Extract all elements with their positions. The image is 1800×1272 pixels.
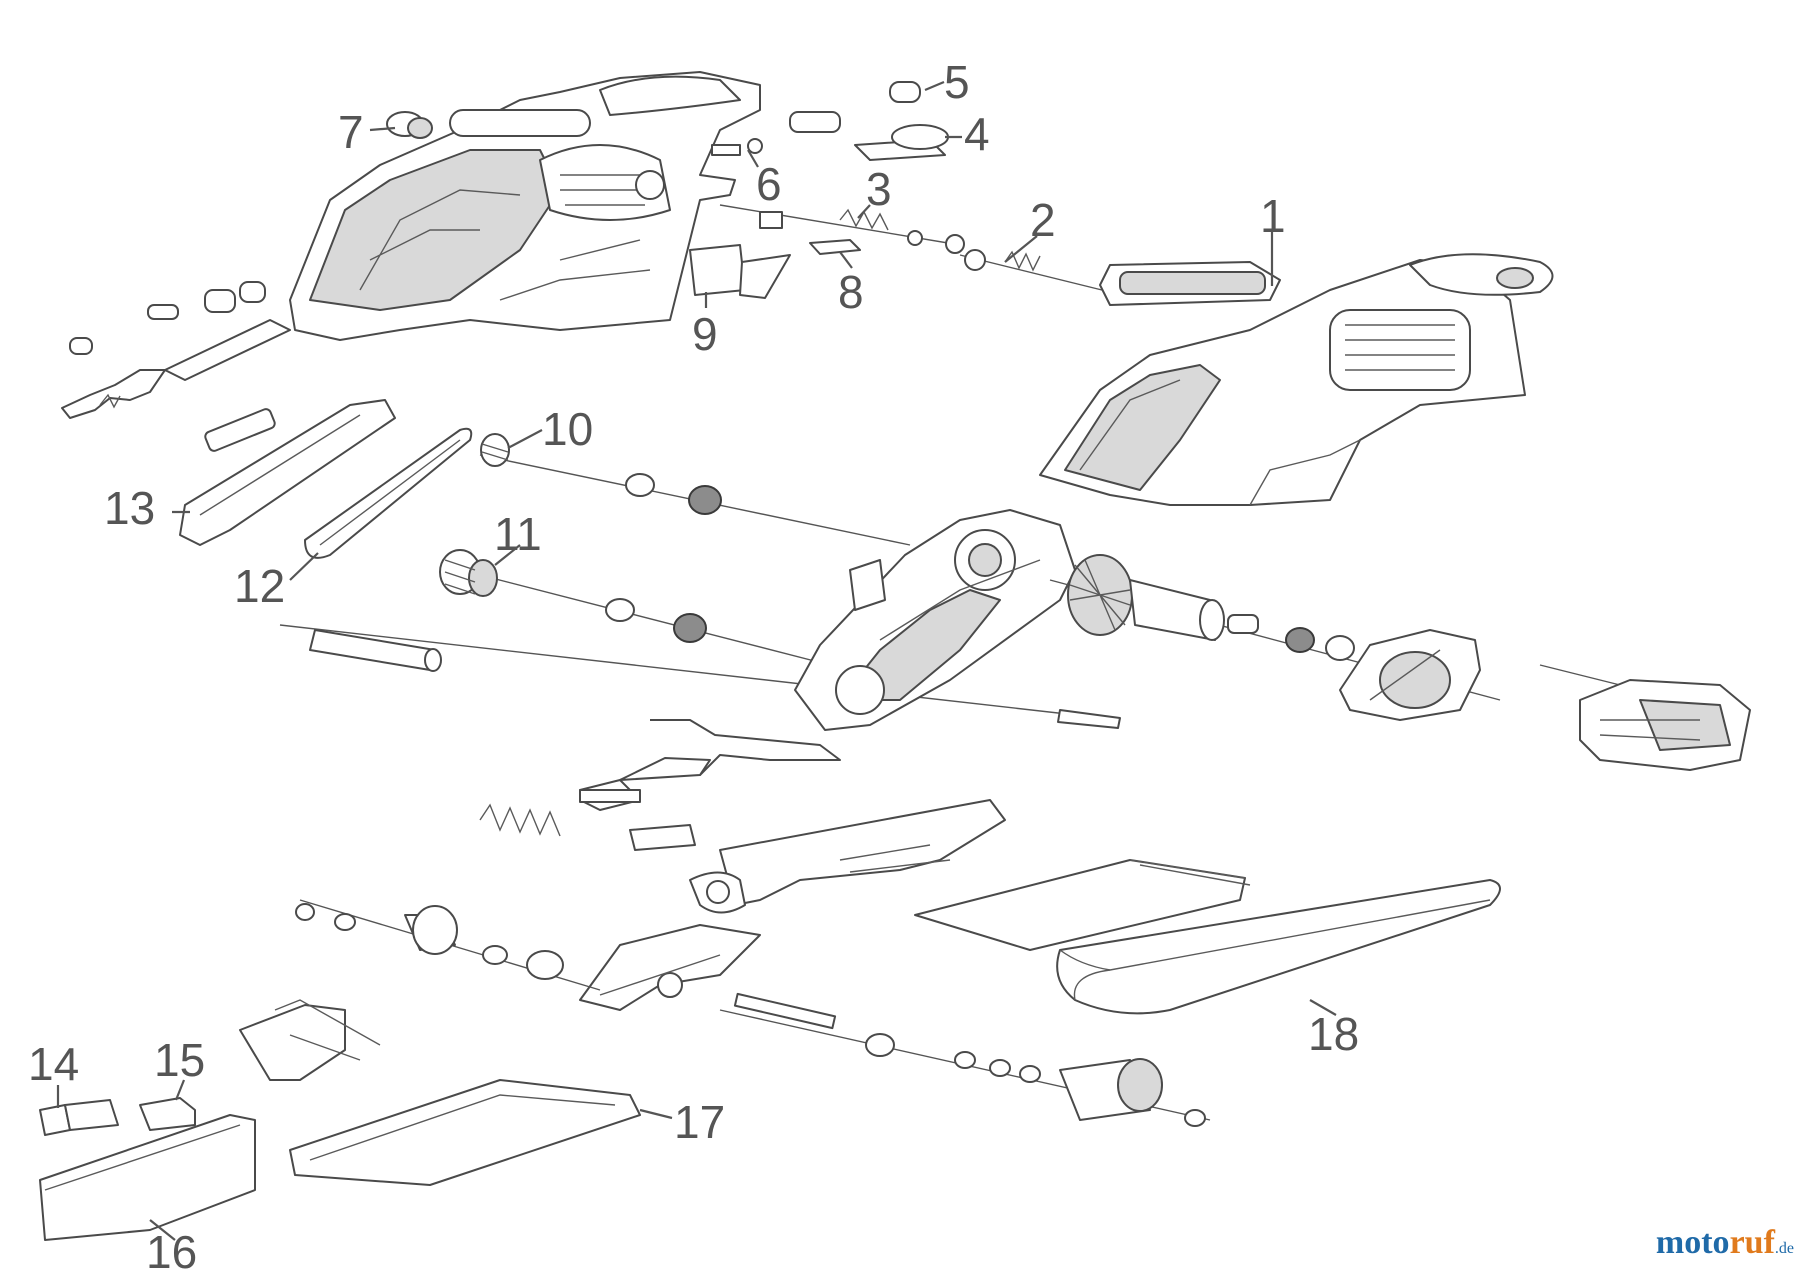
leader-10 bbox=[507, 429, 543, 449]
part-label-10: 10 bbox=[542, 403, 593, 455]
part-3-spring bbox=[719, 204, 965, 254]
part-6-clip bbox=[711, 111, 841, 156]
part-2-spring bbox=[959, 249, 1111, 293]
part-label-7: 7 bbox=[338, 106, 364, 158]
part-label-3: 3 bbox=[866, 163, 892, 215]
part-label-1: 1 bbox=[1260, 190, 1286, 242]
part-label-15: 15 bbox=[154, 1034, 205, 1086]
tension-spring bbox=[479, 803, 696, 851]
part-label-6: 6 bbox=[756, 158, 782, 210]
watermark-part-b: ruf bbox=[1729, 1224, 1775, 1261]
part-10-pulley bbox=[479, 433, 911, 546]
leader-18 bbox=[1309, 999, 1337, 1016]
drive-roller bbox=[719, 992, 1211, 1127]
part-label-17: 17 bbox=[674, 1096, 725, 1148]
part-8-block bbox=[809, 239, 861, 255]
part-1-housing-right bbox=[1039, 253, 1554, 506]
part-label-14: 14 bbox=[28, 1038, 79, 1090]
part-label-12: 12 bbox=[234, 560, 285, 612]
part-4-switch bbox=[854, 124, 949, 161]
part-11-pulley bbox=[439, 549, 831, 666]
watermark-logo: motoruf.de bbox=[1656, 1224, 1794, 1262]
part-5-cap bbox=[889, 81, 921, 103]
leader-11 bbox=[494, 544, 521, 566]
part-18-sanding-belt bbox=[1056, 879, 1501, 1015]
watermark-part-c: .de bbox=[1774, 1240, 1794, 1257]
leader-3 bbox=[857, 204, 871, 219]
part-label-8: 8 bbox=[838, 266, 864, 318]
part-label-18: 18 bbox=[1308, 1008, 1359, 1060]
leader-16 bbox=[149, 1219, 176, 1241]
motor-armature bbox=[1049, 554, 1501, 701]
part-label-16: 16 bbox=[146, 1226, 197, 1272]
part-14-adapter bbox=[39, 1099, 119, 1136]
platen-plate bbox=[914, 859, 1251, 951]
part-15-adapter bbox=[139, 1097, 196, 1131]
part-13-cover bbox=[179, 399, 396, 546]
idler-shaft bbox=[279, 624, 1121, 729]
motor-stator bbox=[1539, 664, 1751, 771]
leader-7 bbox=[369, 126, 396, 132]
leader-12 bbox=[289, 552, 319, 581]
power-cord bbox=[61, 281, 291, 419]
tension-lever bbox=[579, 719, 841, 811]
part-label-4: 4 bbox=[964, 108, 990, 160]
platen-frame bbox=[689, 799, 1006, 914]
leader-8 bbox=[839, 251, 853, 269]
part-label-5: 5 bbox=[944, 56, 970, 108]
leader-15 bbox=[174, 1079, 186, 1101]
watermark-part-a: moto bbox=[1655, 1224, 1730, 1261]
gear-housing bbox=[794, 509, 1076, 731]
part-label-9: 9 bbox=[692, 308, 718, 360]
front-roller-bracket bbox=[295, 899, 761, 1011]
part-label-2: 2 bbox=[1030, 194, 1056, 246]
part-9-plate bbox=[689, 244, 791, 299]
leader-5 bbox=[924, 80, 945, 92]
part-label-13: 13 bbox=[104, 482, 155, 534]
part-17-base-plate bbox=[239, 999, 641, 1186]
housing-left-half bbox=[289, 71, 761, 341]
motor-bracket bbox=[1339, 629, 1481, 721]
leader-17 bbox=[639, 1108, 673, 1120]
part-16-dust-tube bbox=[39, 1114, 256, 1241]
leader-2 bbox=[1004, 235, 1038, 263]
leader-6 bbox=[747, 149, 759, 168]
part-12-drive-belt bbox=[304, 427, 473, 559]
part-label-11: 11 bbox=[494, 508, 542, 560]
part-7-knob bbox=[386, 111, 433, 139]
